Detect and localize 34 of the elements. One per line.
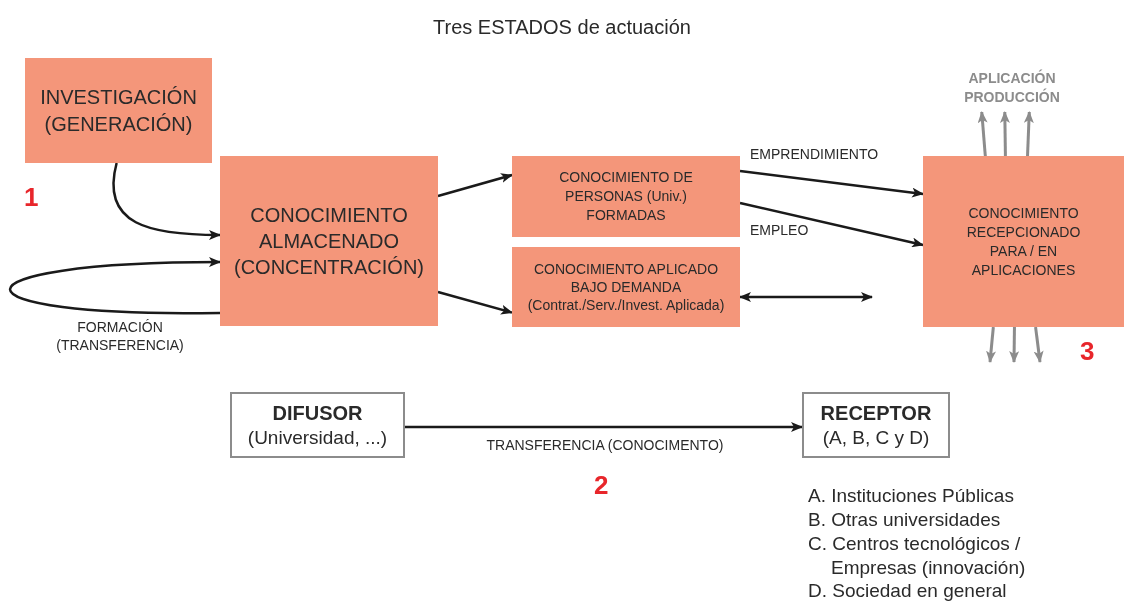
arrow bbox=[999, 111, 1010, 157]
stage-number: 1 bbox=[24, 181, 39, 214]
list-item: B. Otras universidades bbox=[808, 508, 1002, 532]
edge-label: FORMACIÓN (TRANSFERENCIA) bbox=[55, 318, 185, 354]
edge-label: EMPLEO bbox=[750, 221, 810, 239]
arrow bbox=[1033, 326, 1044, 363]
list-item: A. Instituciones Públicas bbox=[808, 484, 1015, 508]
stage-number: 3 bbox=[1080, 335, 1095, 368]
arrow bbox=[437, 290, 513, 315]
arrow bbox=[977, 111, 988, 157]
arrow bbox=[1009, 326, 1020, 363]
receiver-box: RECEPTOR (A, B, C y D) bbox=[802, 392, 950, 458]
diagram-title: Tres ESTADOS de actuación bbox=[432, 15, 692, 40]
process-box: INVESTIGACIÓN (GENERACIÓN) bbox=[25, 58, 212, 163]
output-label: APLICACIÓN PRODUCCIÓN bbox=[940, 64, 1084, 112]
process-box: CONOCIMIENTO DE PERSONAS (Univ.) FORMADAS bbox=[512, 156, 740, 237]
arrow bbox=[437, 173, 513, 198]
arrow bbox=[405, 422, 803, 432]
arrow bbox=[986, 326, 997, 363]
edge-label: TRANSFERENCIA (CONOCIMENTO) bbox=[485, 436, 725, 454]
list-item: C. Centros tecnológicos / Empresas (innovación) bbox=[808, 532, 1027, 580]
list-item: D. Sociedad en general bbox=[808, 580, 1008, 602]
arrow bbox=[739, 292, 873, 302]
process-box: CONOCIMIENTO ALMACENADO (CONCENTRACIÓN) bbox=[220, 156, 438, 326]
stage-number: 2 bbox=[594, 469, 609, 502]
edge-label: EMPRENDIMIENTO bbox=[750, 145, 880, 163]
sender-box: DIFUSOR (Universidad, ...) bbox=[230, 392, 405, 458]
arrow bbox=[1023, 111, 1034, 157]
arrow bbox=[739, 169, 924, 198]
arrow bbox=[739, 201, 924, 248]
process-box: CONOCIMIENTO RECEPCIONADO PARA / EN APLICACIONES bbox=[923, 156, 1124, 327]
arrow bbox=[112, 162, 221, 240]
process-box: CONOCIMIENTO APLICADO BAJO DEMANDA (Contrat./Serv./Invest. Aplicada) bbox=[512, 247, 740, 327]
arrow bbox=[10, 257, 221, 315]
